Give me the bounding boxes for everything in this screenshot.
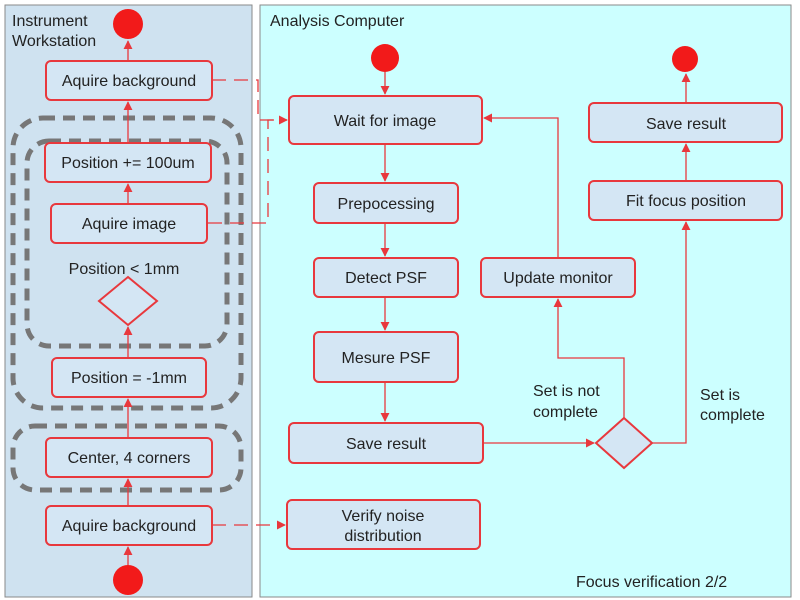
detect-psf-label: Detect PSF	[345, 270, 427, 287]
right-lane-connectors	[380, 72, 691, 448]
position-loop-region	[24, 138, 230, 349]
instrument-end-node	[113, 9, 143, 39]
center-corners-node: Center, 4 corners	[45, 437, 213, 478]
analysis-end-node	[672, 46, 698, 72]
loop-decision-diamond	[97, 275, 159, 327]
save-result-left-label: Save result	[346, 436, 427, 453]
acquire-image-node: Aquire image	[50, 203, 208, 244]
detect-psf-node: Detect PSF	[313, 257, 459, 298]
position-start-node: Position = -1mm	[51, 357, 207, 398]
save-result-right-label: Save result	[646, 116, 727, 133]
position-step-node: Position += 100um	[44, 142, 212, 183]
acquire-background-bottom-label: Aquire background	[62, 518, 196, 535]
cross-lane-connectors	[208, 79, 288, 530]
scan-loop-region	[10, 115, 244, 411]
center-corners-label: Center, 4 corners	[68, 450, 191, 467]
save-result-right-node: Save result	[588, 102, 783, 143]
acquire-background-top-node: Aquire background	[45, 60, 213, 101]
wait-for-image-node: Wait for image	[288, 95, 483, 145]
corners-region	[10, 423, 244, 493]
preprocessing-node: Prepocessing	[313, 182, 459, 224]
instrument-start-node	[113, 565, 143, 595]
arrow-update-to-wait	[483, 113, 559, 258]
loop-condition-label: Position < 1mm	[69, 261, 180, 278]
position-step-label: Position += 100um	[61, 155, 194, 172]
update-monitor-node: Update monitor	[480, 257, 636, 298]
measure-psf-node: Mesure PSF	[313, 331, 459, 383]
wait-for-image-label: Wait for image	[334, 113, 437, 130]
acquire-background-top-label: Aquire background	[62, 73, 196, 90]
preprocessing-label: Prepocessing	[338, 196, 435, 213]
acquire-background-bottom-node: Aquire background	[45, 505, 213, 546]
position-start-label: Position = -1mm	[71, 370, 187, 387]
set-decision-diamond	[594, 416, 654, 470]
analysis-start-node	[371, 44, 399, 72]
fit-focus-label: Fit focus position	[626, 193, 746, 210]
measure-psf-label: Mesure PSF	[342, 350, 431, 367]
acquire-image-label: Aquire image	[82, 216, 176, 233]
fit-focus-node: Fit focus position	[588, 180, 783, 221]
arrow-decision-to-update	[553, 298, 625, 418]
arrow-decision-to-fit	[652, 221, 691, 444]
diagram-footer: Focus verification 2/2	[576, 574, 727, 591]
update-monitor-label: Update monitor	[503, 270, 613, 287]
dashed-acquire-image-to-wait	[208, 119, 287, 224]
analysis-lane-title: Analysis Computer	[270, 13, 405, 30]
save-result-left-node: Save result	[288, 422, 484, 464]
